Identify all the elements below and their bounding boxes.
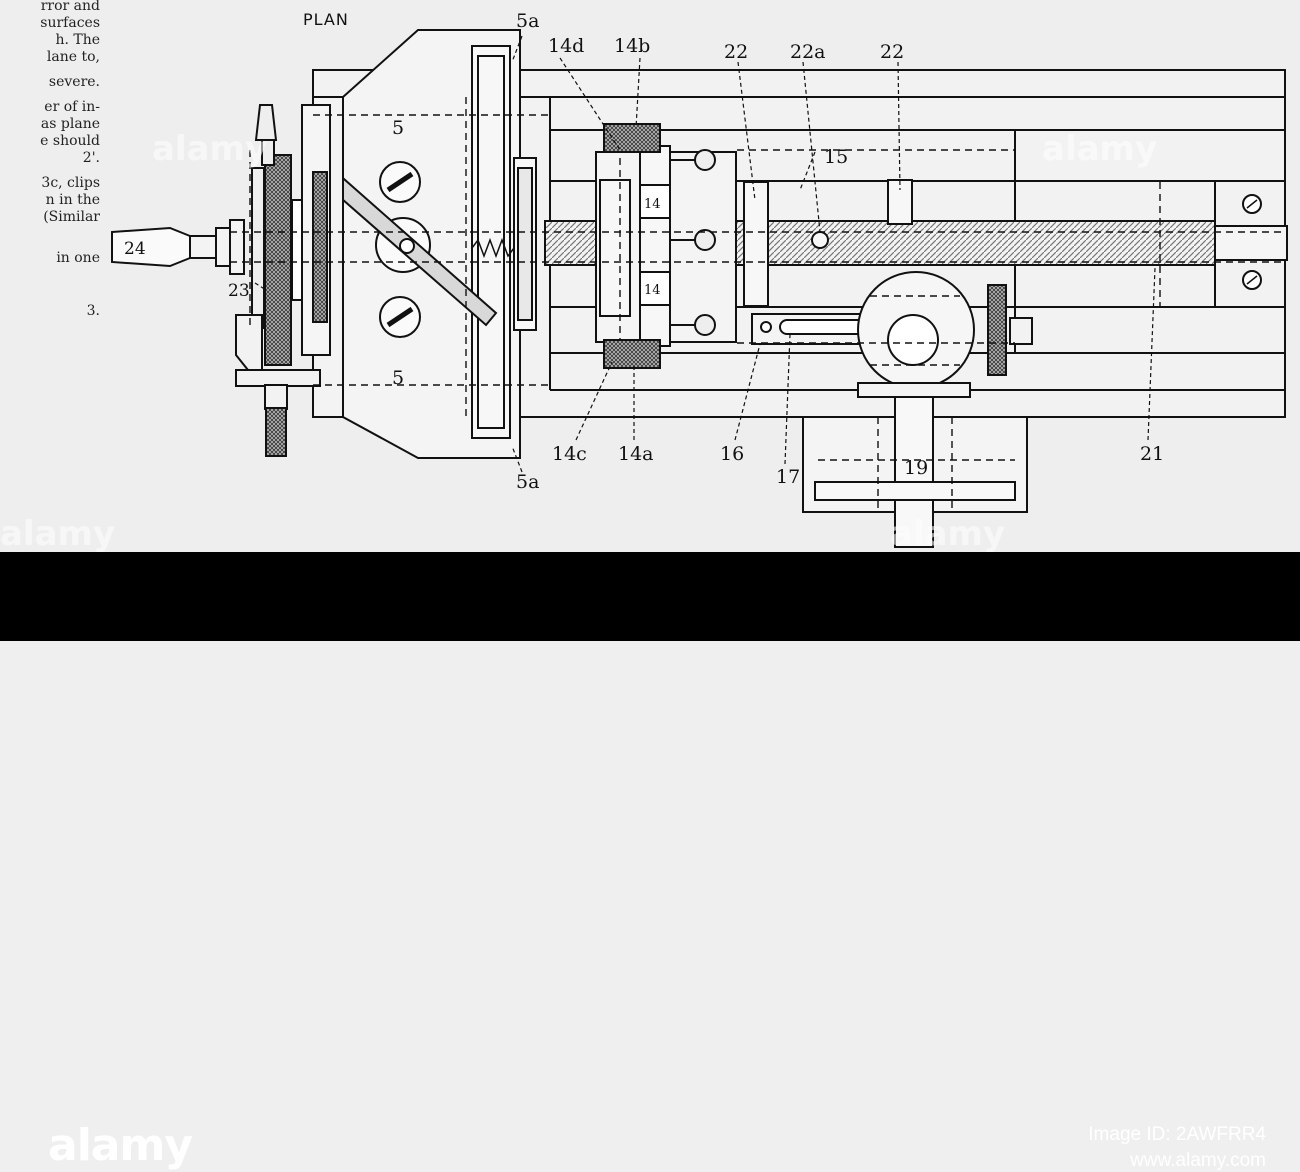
plan-heading: PLAN (303, 10, 349, 29)
stock-footer-bar: alamy Image ID: 2AWFRR4 www.alamy.com (0, 552, 1300, 1171)
diagram-page: rror and surfaces h. The lane to, severe… (0, 0, 1300, 552)
handle-mount (254, 104, 278, 141)
disk-hub (887, 314, 939, 366)
side-text-line: h. The (55, 32, 100, 48)
label-14-upper: 14 (644, 197, 661, 212)
side-text-line: as plane (40, 116, 100, 132)
side-text-line: n in the (45, 192, 100, 208)
label-5a-top: 5a (516, 10, 539, 32)
lead-screw-end (1214, 225, 1288, 261)
clamp-jaw (517, 167, 533, 321)
hidden-lines (230, 97, 1285, 512)
label-5-lower: 5 (392, 367, 404, 389)
gear-shaft (291, 199, 303, 301)
side-text-line: rror and (40, 0, 100, 14)
label-22-right: 22 (880, 41, 904, 63)
side-text-line: severe. (48, 74, 100, 90)
carriage-spring (603, 339, 661, 369)
side-text-line: 3c, clips (41, 175, 100, 191)
lever-pivot (399, 238, 415, 254)
label-14d: 14d (548, 35, 584, 57)
carriage-insert (639, 184, 671, 219)
watermark: alamy (1042, 129, 1157, 169)
carriage-block (599, 179, 631, 317)
side-text-line: 2'. (82, 150, 100, 166)
handle-collar (189, 235, 217, 259)
adjust-knob (987, 284, 1007, 376)
gear-wheel (251, 167, 265, 329)
alamy-logo: alamy (48, 1120, 193, 1171)
label-14b: 14b (614, 35, 650, 57)
side-text-line: lane to, (46, 49, 100, 65)
side-text-line: (Similar (43, 209, 100, 225)
bracket (235, 314, 263, 371)
bracket-foot (814, 481, 1016, 501)
clamp-bar (235, 369, 321, 387)
side-text-line: 3. (86, 303, 100, 319)
knurled-screw (265, 407, 287, 457)
label-23: 23 (228, 281, 250, 301)
leader-lines (254, 35, 1156, 473)
gear-wheel (312, 171, 328, 323)
label-5a-bottom: 5a (516, 471, 539, 493)
bracket-base (857, 382, 971, 398)
handle-collar (215, 227, 231, 267)
gear-wheel (264, 154, 292, 366)
carriage-screw (694, 314, 716, 336)
label-22-left: 22 (724, 41, 748, 63)
label-16: 16 (720, 443, 744, 465)
site-url-link[interactable]: www.alamy.com (1130, 1150, 1266, 1171)
label-22a: 22a (790, 41, 826, 63)
handle-mount (261, 139, 275, 166)
watermark: alamy (0, 514, 115, 552)
image-id-text: Image ID: 2AWFRR4 (1088, 1124, 1266, 1145)
carriage-insert (639, 271, 671, 306)
coupling-spring (471, 237, 515, 259)
carriage-spring (603, 123, 661, 153)
side-text-line: in one (56, 250, 100, 266)
label-15: 15 (824, 146, 848, 168)
label-17: 17 (776, 466, 800, 488)
label-14c: 14c (552, 443, 587, 465)
machine-plan-drawing: 5a 14d 14b 22 22a 22 5 5 15 14 14 24 23 … (0, 10, 1288, 552)
side-text-line: surfaces (40, 15, 100, 31)
bracket-shaft (894, 396, 934, 548)
label-21: 21 (1140, 443, 1164, 465)
label-24: 24 (124, 239, 146, 259)
knob-collar (1009, 317, 1033, 345)
handle-collar (229, 219, 245, 275)
carriage-screw (694, 229, 716, 251)
carriage-block (639, 145, 671, 347)
carriage-screw (694, 149, 716, 171)
label-5-upper: 5 (392, 117, 404, 139)
guide-pin-22a (811, 231, 829, 249)
guide-block (743, 181, 769, 307)
watermark: alamy (152, 129, 267, 169)
watermark: alamy (890, 514, 1005, 552)
guide-block (887, 179, 913, 225)
watermark-layer: alamy alamy alamy alamy (0, 129, 1157, 552)
side-text-line: er of in- (44, 99, 100, 115)
label-19: 19 (904, 457, 928, 479)
link-screw (760, 321, 772, 333)
label-14a: 14a (618, 443, 654, 465)
label-14-lower: 14 (644, 283, 661, 298)
clamp-post (264, 384, 288, 410)
side-text-line: e should (40, 133, 100, 149)
